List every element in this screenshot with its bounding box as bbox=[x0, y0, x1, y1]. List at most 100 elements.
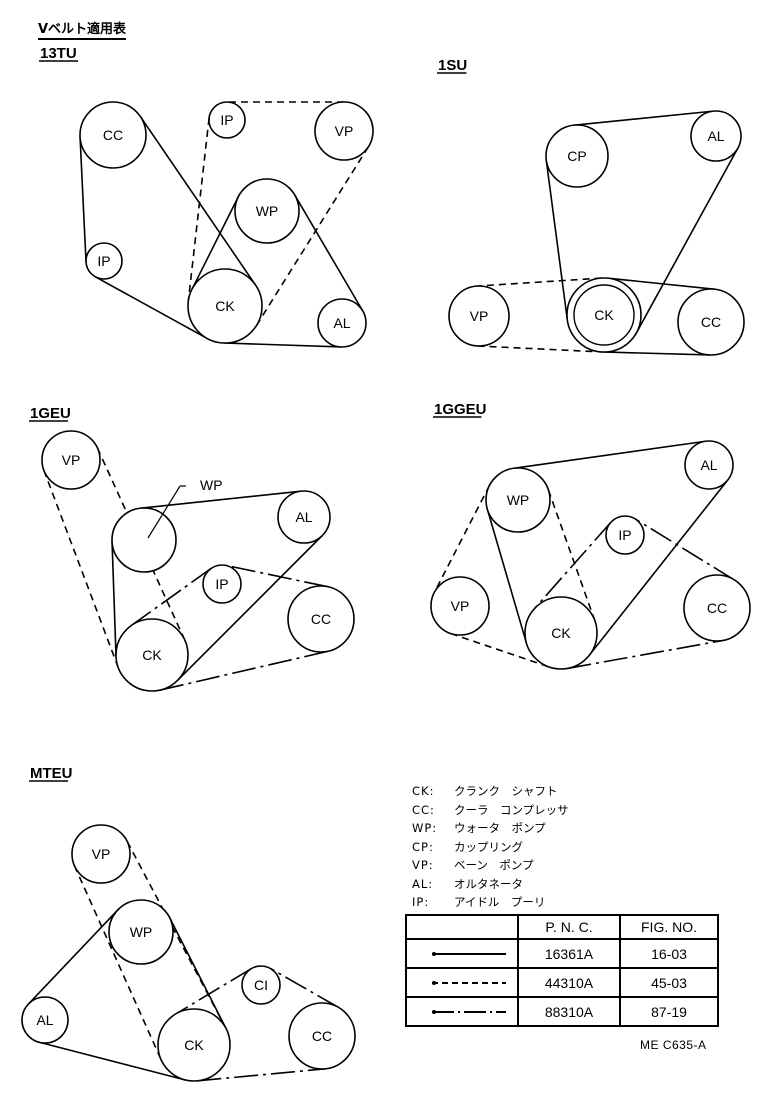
pulley-cc bbox=[79, 101, 147, 169]
belt-segment-solid bbox=[176, 534, 323, 682]
pulley-label: WP bbox=[507, 492, 530, 508]
pulley-vp bbox=[430, 576, 490, 636]
wp-callout-line bbox=[147, 485, 181, 539]
pulley-legend: CK:クランク シャフト CC:クーラ コンプレッサ WP:ウォータ ポンプ C… bbox=[412, 782, 652, 912]
table-header-line bbox=[405, 914, 519, 940]
belt-segment-dashdot bbox=[567, 639, 723, 670]
pulley-al bbox=[21, 996, 69, 1044]
pulley-al bbox=[690, 110, 742, 162]
pulley-cc bbox=[288, 1002, 356, 1070]
engine-title: MTEU bbox=[30, 765, 73, 782]
pulley-label: CI bbox=[254, 977, 268, 993]
belt-segment-dashdot bbox=[225, 564, 328, 588]
pulley-label: AL bbox=[333, 315, 350, 331]
pulley-vp bbox=[448, 285, 510, 347]
belt-segment-solid bbox=[486, 508, 528, 644]
pulley-al bbox=[277, 490, 331, 544]
legend-item: CK:クランク シャフト bbox=[412, 784, 558, 798]
belt-segment-solid bbox=[223, 342, 342, 348]
belt-segment-solid bbox=[513, 440, 706, 470]
belt-segment-dashdot bbox=[197, 1068, 326, 1082]
table-header-fig: FIG. NO. bbox=[619, 914, 719, 940]
table-cell-fig: 45-03 bbox=[619, 967, 719, 998]
belt-segment-dashed bbox=[450, 632, 550, 668]
pulley-label: CK bbox=[142, 647, 162, 663]
pulley-label: IP bbox=[220, 112, 233, 128]
legend-item: IP:アイドル プーリ bbox=[412, 895, 546, 909]
pulley-label: CC bbox=[707, 600, 727, 616]
pulley-label: CK bbox=[215, 298, 235, 314]
belt-segment-dashed bbox=[187, 117, 210, 302]
table-header-row: P. N. C. FIG. NO. bbox=[405, 914, 719, 940]
pulley-ip bbox=[202, 564, 242, 604]
pulley-ci bbox=[241, 965, 281, 1005]
pulley-vp bbox=[314, 101, 374, 161]
belt-segment-dashed bbox=[477, 345, 603, 353]
pulley-wp bbox=[485, 467, 551, 533]
line-style-dashed bbox=[405, 967, 519, 998]
table-row: 88310A 87-19 bbox=[405, 996, 719, 1027]
belt-segment-solid bbox=[79, 136, 87, 262]
pulley-cp bbox=[545, 124, 609, 188]
belt-segment-dashdot bbox=[159, 650, 329, 691]
table-row: 44310A 45-03 bbox=[405, 967, 719, 998]
pulley-label: IP bbox=[97, 253, 110, 269]
belt-segment-solid bbox=[140, 490, 302, 509]
belt-segment-solid bbox=[588, 479, 729, 656]
pulley-wp bbox=[111, 507, 177, 573]
pulley-cc bbox=[287, 585, 355, 653]
pulley-ck bbox=[524, 596, 598, 670]
belt-segment-solid bbox=[293, 194, 364, 312]
pulley-label: VP bbox=[335, 123, 354, 139]
belt-segment-solid bbox=[545, 159, 569, 320]
belt-segment-solid bbox=[607, 277, 715, 290]
legend-item: WP:ウォータ ポンプ bbox=[412, 821, 546, 835]
pulley-label: CC bbox=[311, 611, 331, 627]
table-cell-pnc: 88310A bbox=[517, 996, 621, 1027]
pulley-label: CC bbox=[312, 1028, 332, 1044]
belt-segment-dashed bbox=[43, 469, 120, 668]
engine-title: 1GGEU bbox=[434, 401, 487, 418]
belt-diagram-13tu: 13TU CC IP IP VP WP CK AL bbox=[39, 45, 374, 348]
pulley-ck bbox=[187, 268, 263, 344]
table-header-pnc: P. N. C. bbox=[517, 914, 621, 940]
pulley-label: AL bbox=[295, 509, 312, 525]
pulley-label: CP bbox=[567, 148, 586, 164]
legend-item: VP:ベーン ポンプ bbox=[412, 858, 534, 872]
pulley-label: AL bbox=[700, 457, 717, 473]
belt-segment-solid bbox=[602, 351, 711, 356]
pulley-label: CC bbox=[701, 314, 721, 330]
belt-segment-dashdot bbox=[533, 521, 612, 610]
pulley-label: VP bbox=[470, 308, 489, 324]
pulley-inner-ring bbox=[573, 284, 635, 346]
pulley-ip2 bbox=[208, 101, 246, 139]
pulley-ip bbox=[605, 515, 645, 555]
pulley-ip1 bbox=[85, 242, 123, 280]
belt-segment-solid bbox=[191, 196, 240, 290]
table-cell-pnc: 44310A bbox=[517, 967, 621, 998]
legend-item: AL:オルタネータ bbox=[412, 876, 523, 891]
pulley-label: CC bbox=[103, 127, 123, 143]
pulley-al bbox=[684, 440, 734, 490]
pulley-label: IP bbox=[215, 576, 228, 592]
belt-segment-solid bbox=[94, 276, 208, 340]
pulley-label: AL bbox=[36, 1012, 53, 1028]
pulley-ck bbox=[566, 277, 642, 353]
pulley-label: WP bbox=[256, 203, 279, 219]
table-cell-fig: 87-19 bbox=[619, 996, 719, 1027]
engine-title: 13TU bbox=[40, 45, 77, 62]
belt-segment-solid bbox=[39, 1041, 186, 1081]
pulley-label: CK bbox=[551, 625, 571, 641]
table-cell-pnc: 16361A bbox=[517, 938, 621, 969]
pulley-label: VP bbox=[92, 846, 111, 862]
pulley-label: WP bbox=[200, 477, 223, 493]
pulley-cc bbox=[683, 574, 751, 642]
belt-segment-dashdot bbox=[270, 967, 339, 1009]
pulley-wp bbox=[234, 178, 300, 244]
pulley-ck bbox=[157, 1008, 231, 1082]
belt-segment-dashed bbox=[477, 277, 602, 287]
pulley-al bbox=[317, 298, 367, 348]
